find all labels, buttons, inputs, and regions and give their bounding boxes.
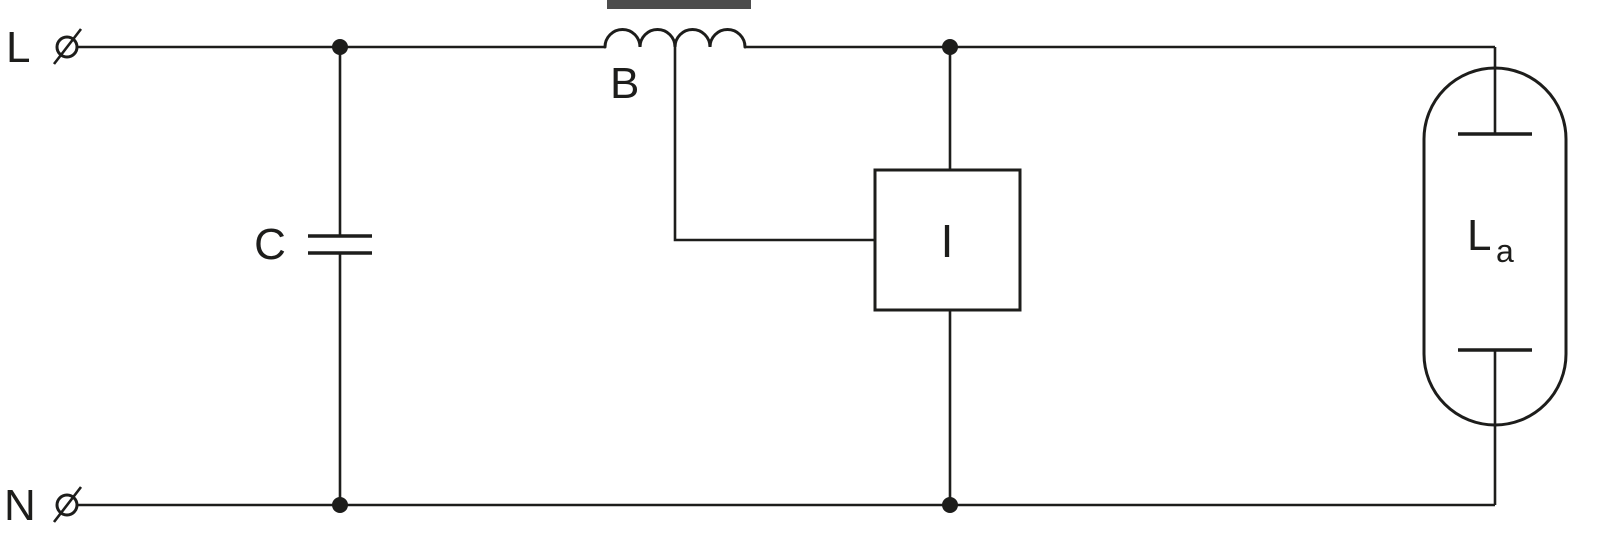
ballast-core-bar (607, 0, 751, 9)
ignitor-box (873, 168, 1022, 312)
line-terminal-label: L (6, 23, 30, 72)
ballast-coil-symbol (603, 0, 751, 49)
neutral-terminal-label: N (4, 481, 36, 530)
junction-dot-capacitor-bottom (332, 497, 348, 513)
junction-dot-ignitor-bottom (942, 497, 958, 513)
ballast-label: B (610, 59, 639, 108)
lamp-label-main: L (1467, 211, 1491, 260)
lamp-symbol (1422, 47, 1568, 505)
line-terminal-icon (52, 28, 83, 65)
lamp-label-subscript: a (1496, 233, 1514, 269)
capacitor-label: C (254, 220, 286, 269)
capacitor-symbol (308, 47, 372, 505)
ignitor-label: I (941, 215, 954, 267)
ballast-tap-wire (673, 47, 875, 242)
lamp-label: L a (1467, 211, 1514, 269)
junction-dot-ignitor-top (942, 39, 958, 55)
junction-dot-capacitor-top (332, 39, 348, 55)
neutral-terminal-icon (52, 486, 83, 523)
